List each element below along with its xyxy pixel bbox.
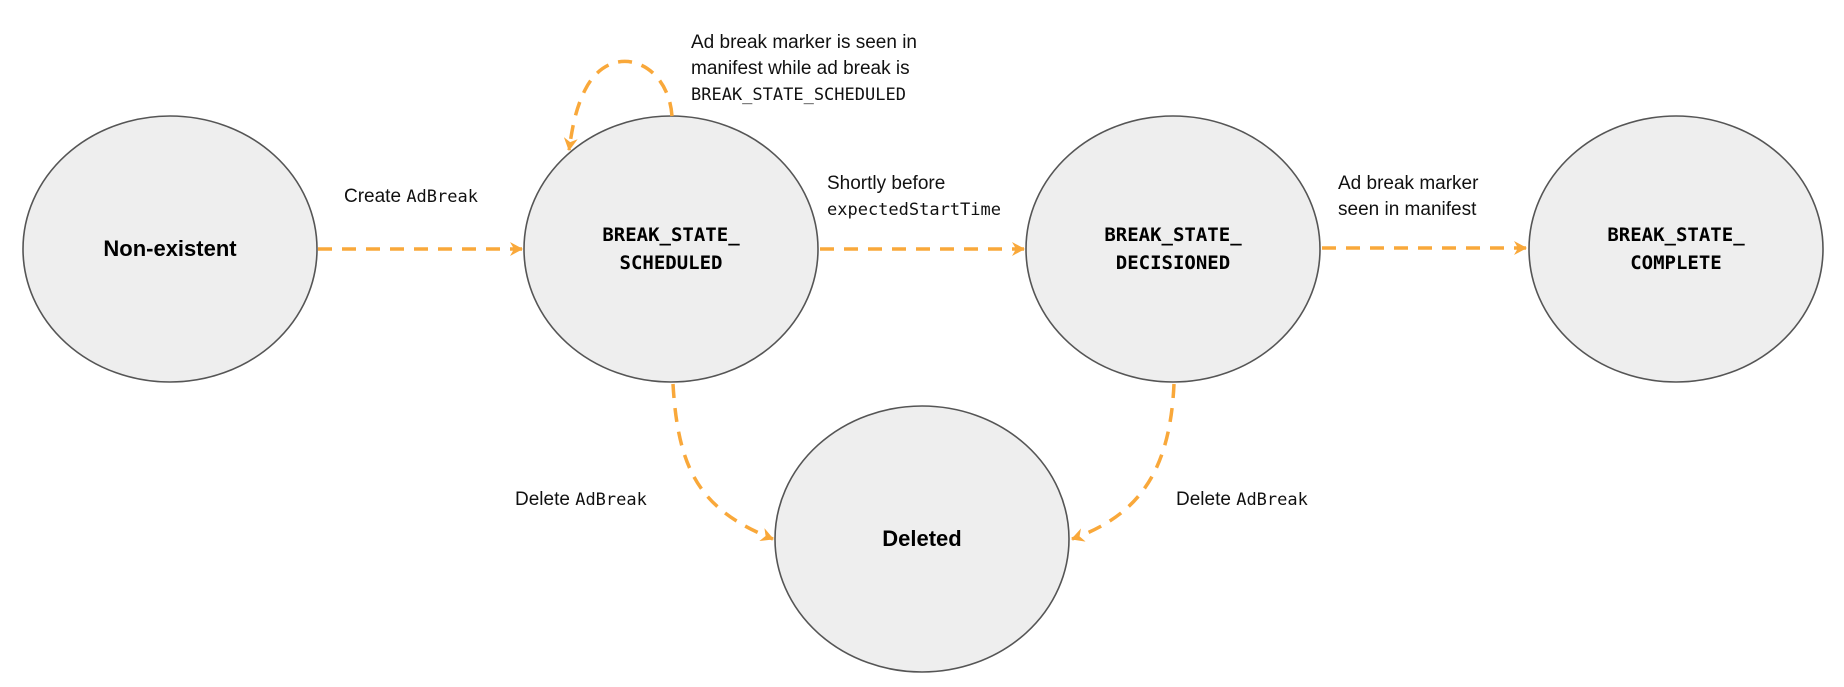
node-nonexistent-shape <box>22 115 318 383</box>
node-complete-line1: BREAK_STATE_ <box>1607 224 1745 246</box>
node-scheduled-line2: SCHEDULED <box>619 252 723 274</box>
edge-self-loop-code: BREAK_STATE_SCHEDULED <box>691 85 906 105</box>
edge-self-loop-line1: Ad break marker is seen in <box>691 32 917 53</box>
edge-marker-seen-line2: seen in manifest <box>1338 199 1477 220</box>
edge-marker-seen-line1: Ad break marker <box>1338 173 1479 194</box>
edge-delete-left-text: Delete <box>515 489 576 510</box>
node-decisioned-line1: BREAK_STATE_ <box>1104 224 1242 246</box>
arrow-self-loop <box>563 59 674 151</box>
edge-shortly-line1: Shortly before <box>827 173 946 194</box>
edge-self-loop-line2: manifest while ad break is <box>691 58 910 79</box>
edge-label-shortly: Shortly before expectedStartTime <box>827 171 1001 223</box>
node-decisioned-shape <box>1025 115 1321 383</box>
edge-delete-right-text: Delete <box>1176 489 1237 510</box>
edge-create-code: AdBreak <box>406 187 478 207</box>
edge-delete-left-code: AdBreak <box>575 490 647 510</box>
node-complete-shape <box>1528 115 1824 383</box>
edge-shortly-code: expectedStartTime <box>827 200 1001 220</box>
node-complete-line2: COMPLETE <box>1630 252 1722 274</box>
edge-delete-right-code: AdBreak <box>1236 490 1308 510</box>
edge-create-text: Create <box>344 186 407 207</box>
arrow-delete-right <box>1071 383 1176 542</box>
edge-label-delete-right: Delete AdBreak <box>1176 487 1308 513</box>
edge-label-marker-seen: Ad break marker seen in manifest <box>1338 171 1478 223</box>
node-deleted-label: Deleted <box>882 526 962 551</box>
node-decisioned-label: BREAK_STATE_ DECISIONED <box>1026 221 1320 277</box>
edge-label-self-loop: Ad break marker is seen in manifest whil… <box>691 30 917 108</box>
node-scheduled-line1: BREAK_STATE_ <box>602 224 740 246</box>
edge-label-delete-left: Delete AdBreak <box>515 487 647 513</box>
arrow-delete-left <box>671 383 774 542</box>
node-scheduled-label: BREAK_STATE_ SCHEDULED <box>524 221 818 277</box>
edge-label-create: Create AdBreak <box>344 184 478 210</box>
node-decisioned-line2: DECISIONED <box>1115 252 1231 274</box>
node-deleted-shape <box>774 405 1070 673</box>
node-complete-label: BREAK_STATE_ COMPLETE <box>1529 221 1823 277</box>
node-nonexistent-label: Non-existent <box>103 236 237 261</box>
